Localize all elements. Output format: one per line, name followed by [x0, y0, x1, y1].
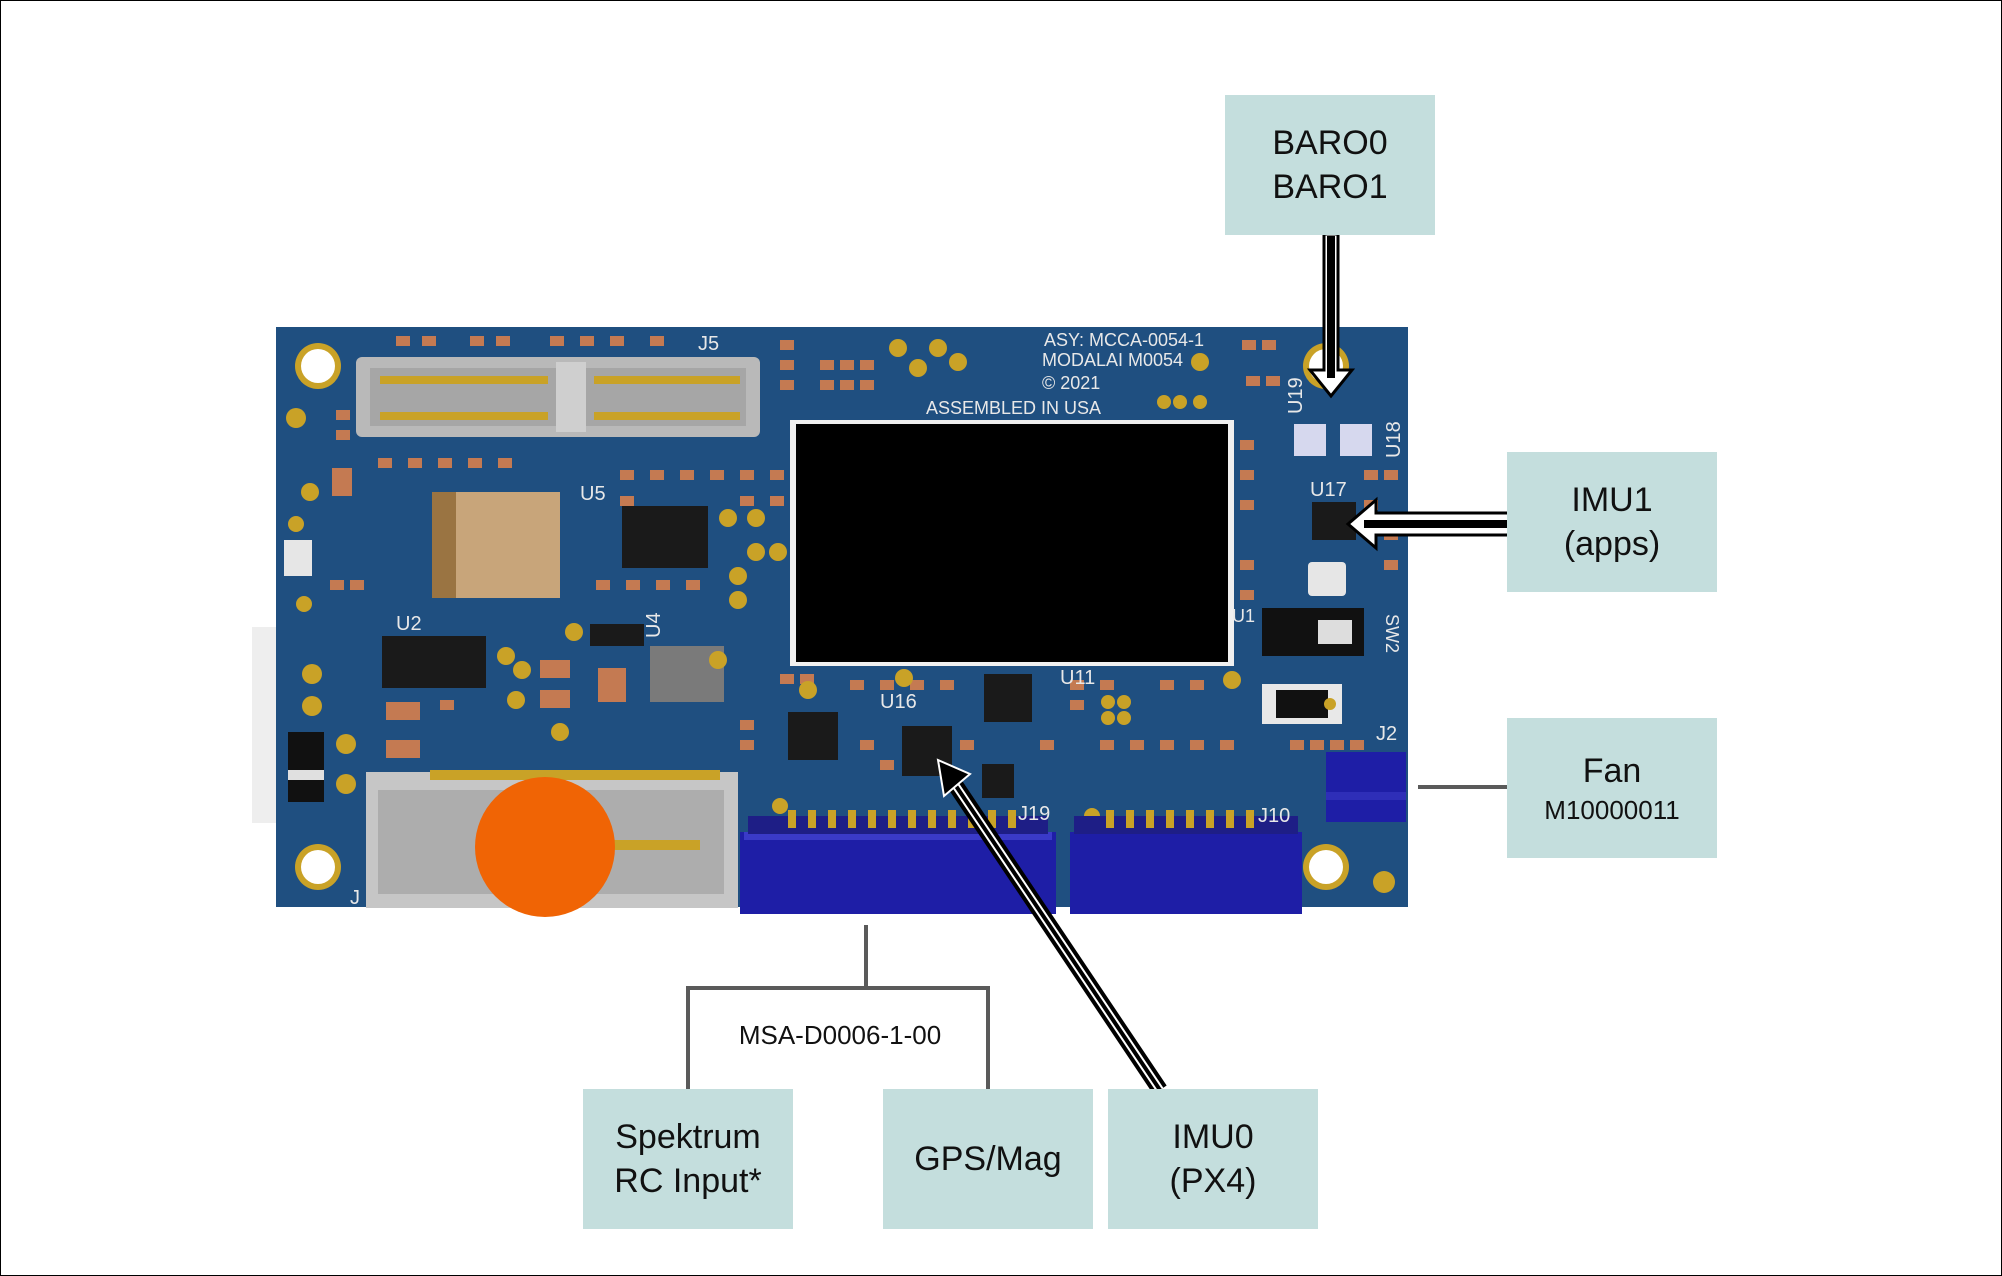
fan-label-line2: M10000011	[1544, 795, 1680, 825]
leader-lines	[686, 785, 1508, 1090]
silk-assembled: ASSEMBLED IN USA	[926, 398, 1101, 418]
gps-mag-label-line1: GPS/Mag	[914, 1140, 1062, 1178]
silk-copyright: © 2021	[1042, 373, 1100, 393]
fan-label-line1: Fan	[1582, 752, 1642, 790]
silk-j3: J	[350, 887, 360, 909]
j10-connector	[1070, 832, 1302, 914]
imu0-arrow	[936, 758, 1167, 1095]
j5-connector	[356, 357, 760, 437]
side-connector-shadow	[252, 627, 276, 823]
imu0-label-line2: (PX4)	[1169, 1162, 1257, 1200]
imu1-label-line2: (apps)	[1563, 525, 1661, 563]
imu1-label: IMU1 (apps)	[1507, 452, 1717, 592]
silk-j10: J10	[1258, 805, 1290, 827]
silk-u11: U11	[1060, 667, 1095, 689]
ic-u5	[622, 506, 708, 568]
silkscreen: ASY: MCCA-0054-1 MODALAI M0054 © 2021 AS…	[350, 330, 1405, 909]
imu0-label-line1: IMU0	[1172, 1118, 1254, 1156]
orange-marker	[475, 777, 615, 917]
fan-label: Fan M10000011	[1507, 718, 1717, 858]
silk-u4: U4	[643, 612, 665, 638]
silk-u5: U5	[580, 483, 606, 505]
passive-components	[330, 336, 1398, 770]
baro-label: BARO0 BARO1	[1225, 95, 1435, 235]
cable-part-number: MSA-D0006-1-00	[738, 1020, 942, 1050]
spektrum-label-line1: Spektrum	[615, 1118, 761, 1156]
spektrum-label: Spektrum RC Input*	[583, 1089, 793, 1229]
baro-label-line2: BARO1	[1272, 168, 1388, 206]
silk-u2: U2	[396, 613, 422, 635]
silk-sw2: SW2	[1382, 614, 1402, 653]
baro0-chip	[1294, 424, 1326, 456]
test-pads	[286, 339, 1395, 893]
arrows	[936, 232, 1516, 1095]
cable-bracket	[686, 986, 990, 1090]
ic-u16	[788, 712, 838, 760]
baro1-chip	[1340, 424, 1372, 456]
imu1-label-line1: IMU1	[1571, 481, 1653, 519]
spektrum-label-line2: RC Input*	[614, 1162, 762, 1200]
silk-u1: U1	[1232, 606, 1255, 626]
silk-j5: J5	[698, 333, 719, 355]
processor-module	[796, 424, 1228, 662]
baro-arrow	[1306, 232, 1356, 399]
silk-asy: ASY: MCCA-0054-1	[1044, 330, 1204, 350]
ic-u11	[984, 674, 1032, 722]
silk-j2: J2	[1376, 723, 1397, 745]
silk-u19: U19	[1285, 377, 1307, 414]
silk-u18: U18	[1383, 421, 1405, 458]
silk-j19: J19	[1018, 803, 1050, 825]
silk-brand: MODALAI M0054	[1042, 350, 1183, 370]
j2-fan-connector	[1326, 752, 1406, 822]
ic-u2	[382, 636, 486, 688]
silk-u17: U17	[1310, 479, 1347, 501]
imu0-label: IMU0 (PX4)	[1108, 1089, 1318, 1229]
imu1-arrow	[1345, 496, 1516, 552]
ic-imu1	[1312, 502, 1356, 540]
left-diode	[288, 732, 324, 802]
baro-label-line1: BARO0	[1272, 124, 1388, 162]
gps-mag-label: GPS/Mag	[883, 1089, 1093, 1229]
silk-u16: U16	[880, 691, 917, 713]
